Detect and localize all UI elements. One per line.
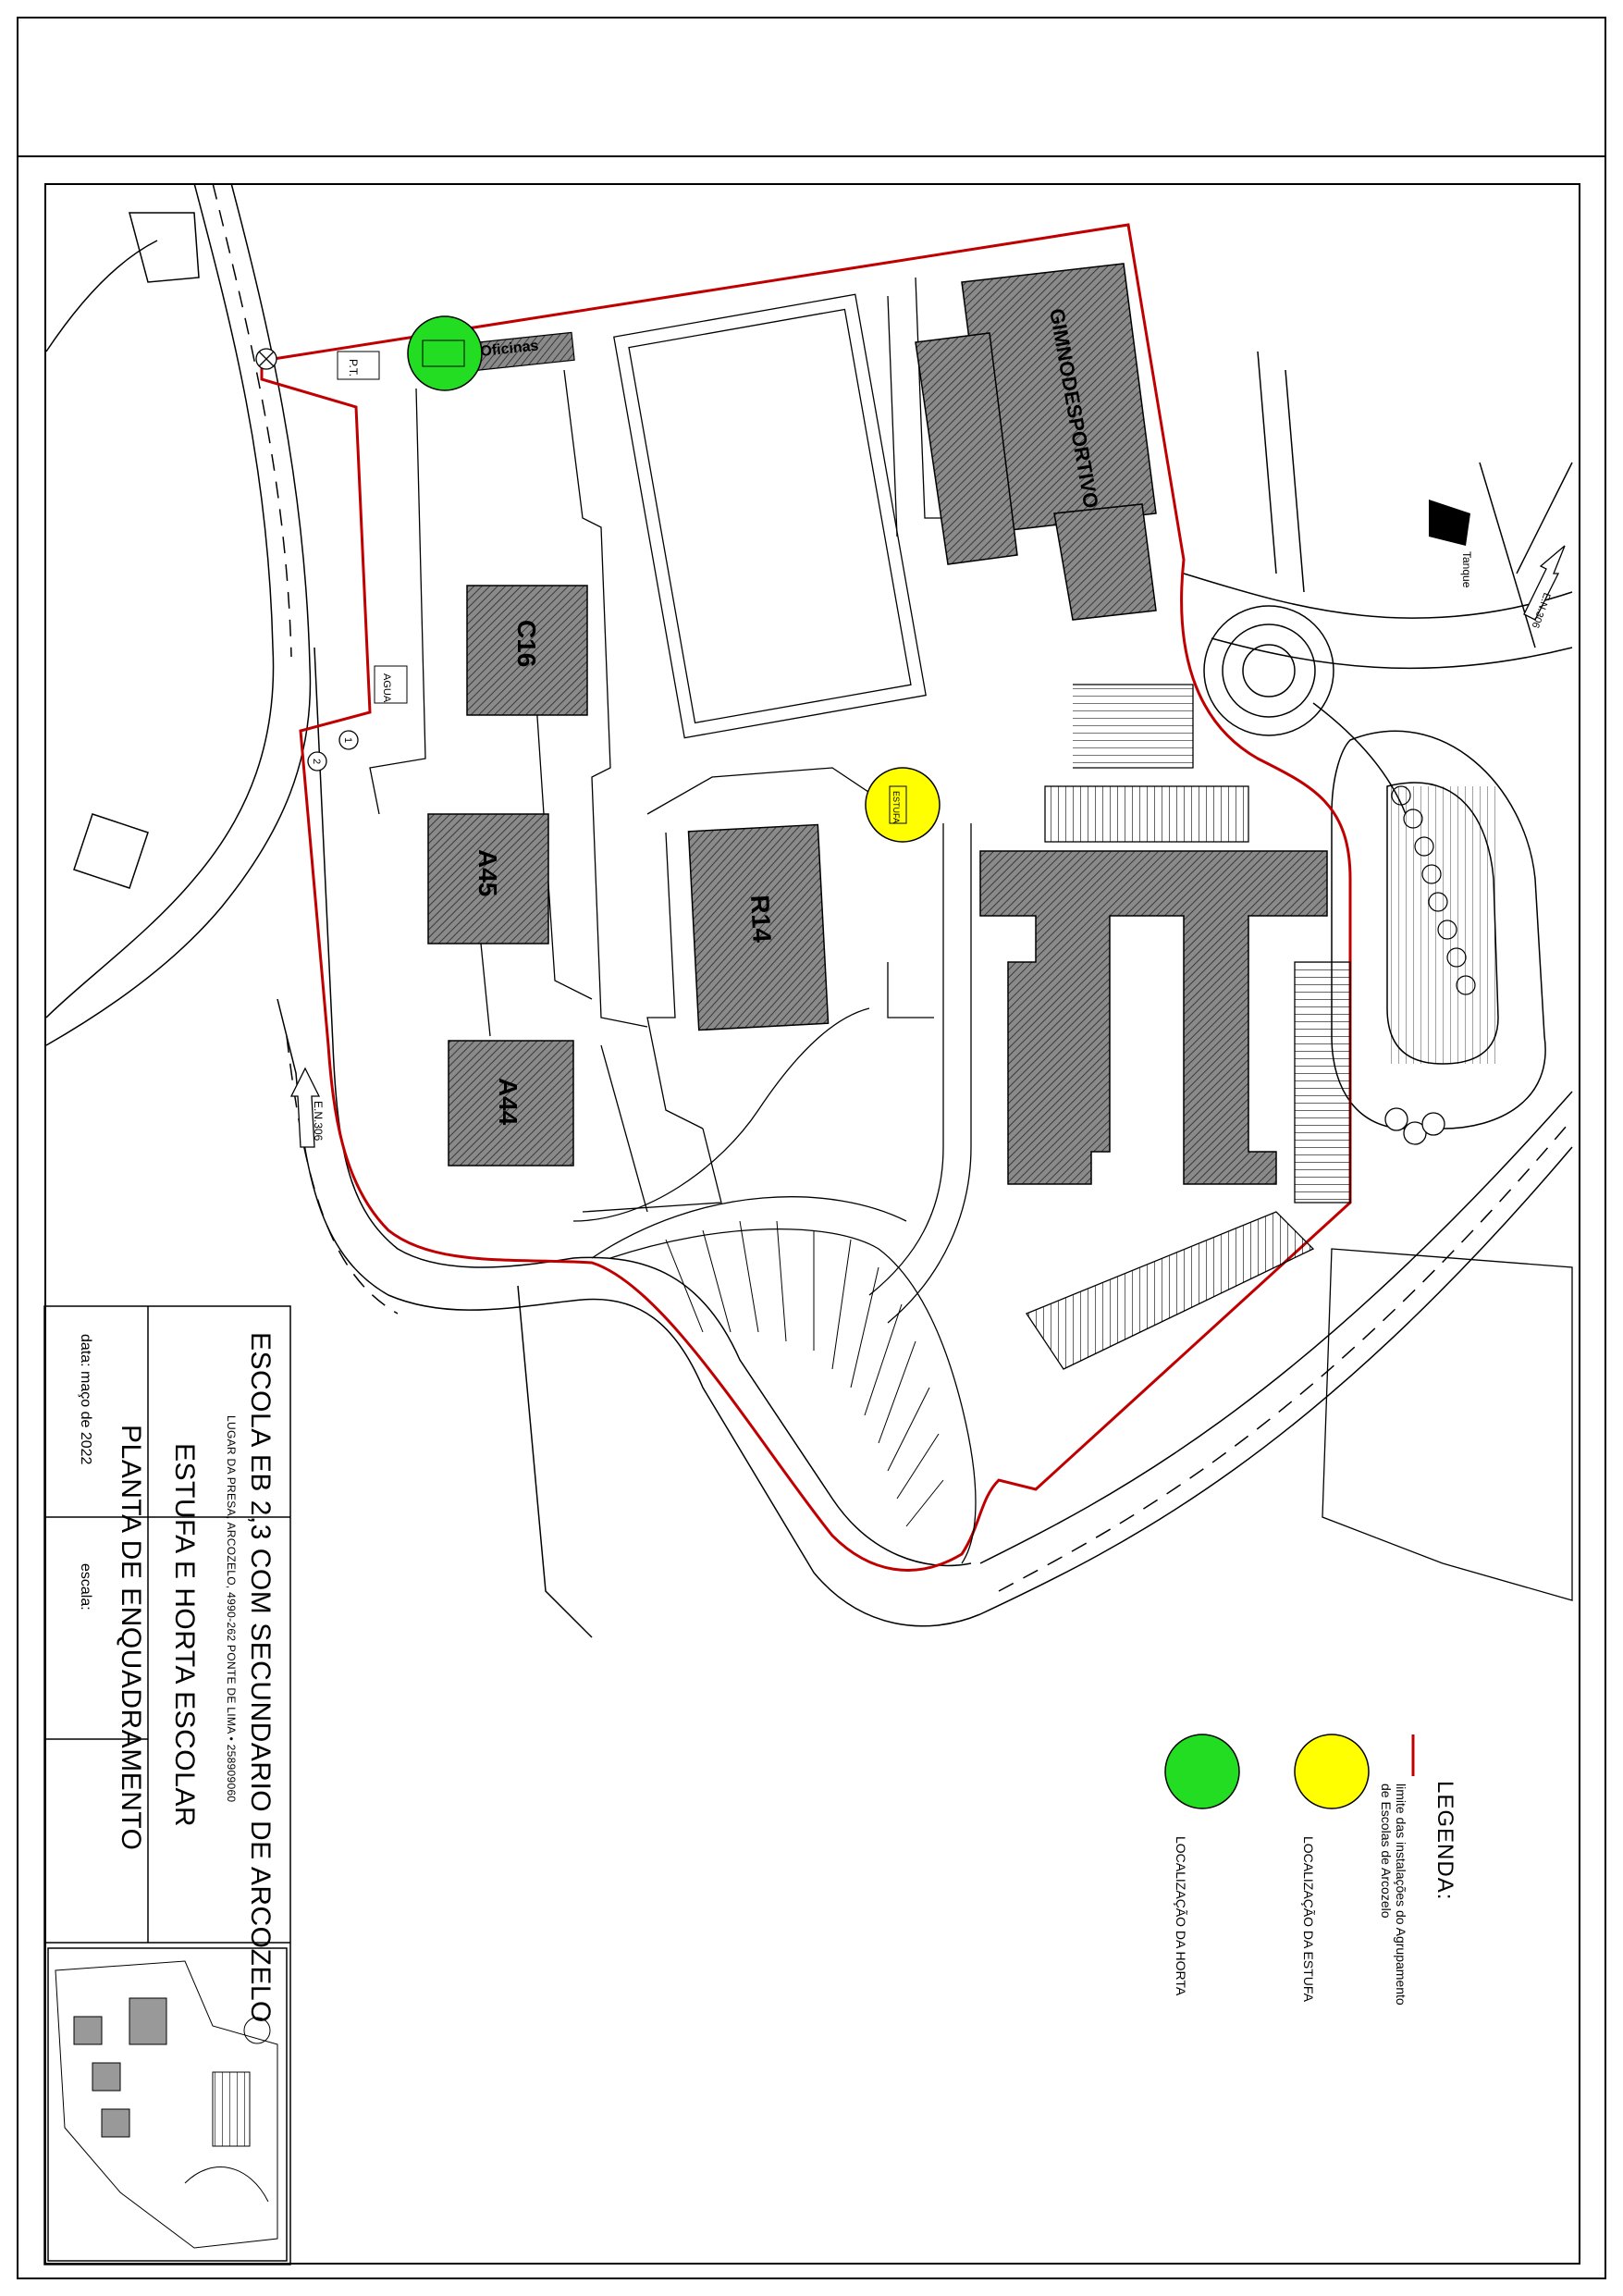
legend-title: LEGENDA: [1432,1781,1457,1900]
title-date: data: maço de 2022 [78,1334,93,1465]
title-block [43,1305,291,2265]
road-network [45,182,1573,1638]
site-internal-lines [369,277,1573,1601]
tank-symbol [1429,500,1470,546]
building-a44 [448,1040,574,1167]
horta-location-marker [407,315,483,391]
location-minimap [55,1960,278,2249]
legend-horta-swatch [1164,1734,1240,1809]
title-scale: escala: [78,1563,93,1611]
title-address: LUGAR DA PRESA, ARCOZELO, 4990-262 PONTE… [225,1415,238,1802]
title-school: ESCOLA EB 2,3 COM SECUNDARIO DE ARCOZELO [245,1332,276,2023]
label-c16: C16 [512,620,541,667]
label-marker-2: 2 [311,759,322,764]
buildings [337,263,1470,1185]
building-main [979,850,1328,1185]
title-project: ESTUFA E HORTA ESCOLAR [169,1443,200,1827]
legend-boundary-text-2: de Escolas de Arcozelo [1379,1784,1394,1919]
building-a45 [427,813,549,944]
header-band [17,17,1606,157]
legend-estufa-swatch [1294,1734,1370,1809]
label-estufa-tag: ESTUFA [891,791,901,823]
label-oficinas: Oficinas [480,338,540,360]
label-a45: A45 [473,849,502,896]
building-c16 [466,585,588,716]
drawing-sheet [17,17,1606,2279]
marker-2-circle [307,751,327,772]
label-marker-1: 1 [342,737,353,743]
boundary-line [260,223,1352,1572]
legend [1164,1734,1415,1809]
building-r14 [687,823,830,1031]
marker-1-circle [338,730,359,750]
label-road-1: E.N.306 [312,1101,325,1142]
roundabout [1203,605,1407,815]
map-frame [44,183,1580,2265]
label-a44: A44 [494,1078,523,1126]
label-r14: R14 [745,895,777,944]
point-markers [255,348,1445,1145]
legend-estufa-text: LOCALIZAÇÃO DA ESTUFA [1301,1836,1316,2003]
label-pt: P.T. [347,359,360,376]
label-agua: AGUA [381,673,392,703]
label-tanque: Tanque [1460,551,1473,588]
legend-boundary-text-1: limite das instalações do Agrupamento [1394,1784,1408,2006]
estufa-location-marker [865,767,941,843]
legend-horta-text: LOCALIZAÇÃO DA HORTA [1174,1836,1188,1996]
parking-area [1331,730,1546,1129]
road-arrows [289,545,1566,1148]
title-drawing: PLANTA DE ENQUADRAMENTO [116,1425,146,1850]
